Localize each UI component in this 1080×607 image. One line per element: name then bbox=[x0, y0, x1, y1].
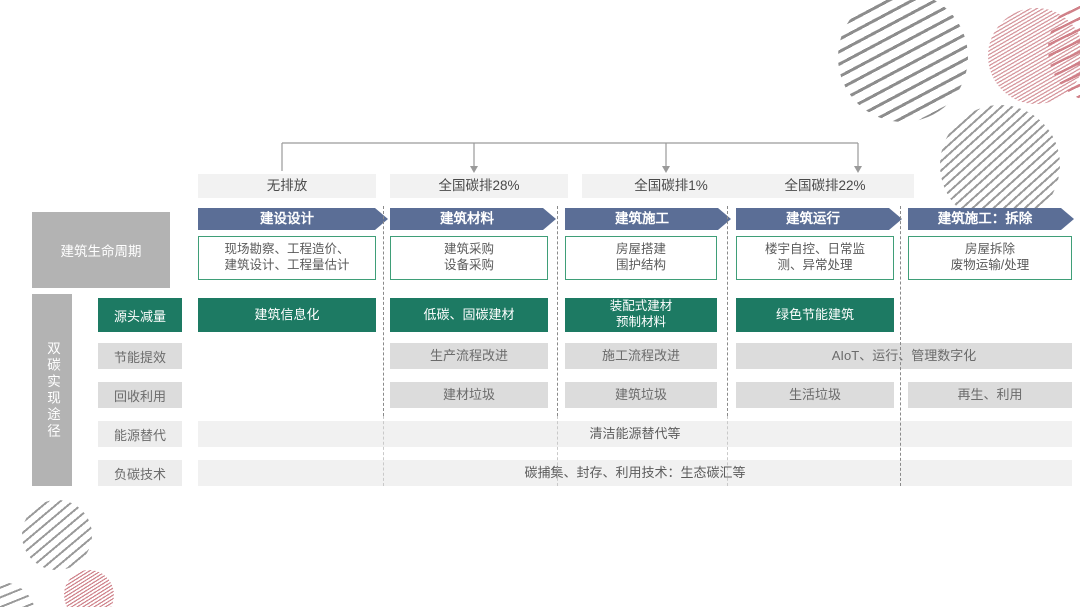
activity-box-col5[interactable]: 房屋拆除 废物运输/处理 bbox=[908, 236, 1072, 280]
phase-label: 建筑材料 bbox=[440, 210, 494, 226]
matrix-cell-text: 建筑垃圾 bbox=[614, 386, 667, 402]
matrix-cell-negative-carbon-span[interactable]: 碳捕集、封存、利用技术：生态碳汇等 bbox=[198, 460, 1072, 486]
row-label-energy-efficiency[interactable]: 节能提效 bbox=[98, 343, 182, 369]
phase-chevron-col1[interactable]: 建设设计 bbox=[198, 208, 388, 230]
striped-circle-pink-icon bbox=[988, 8, 1080, 104]
pct-label-col3: 全国碳排1% bbox=[582, 174, 760, 198]
header-lifecycle-label: 建筑生命周期 bbox=[60, 244, 142, 259]
matrix-cell-text: 建筑信息化 bbox=[254, 306, 320, 322]
striped-circle-rose-icon bbox=[1048, 0, 1080, 104]
header-pathways-label: 双碳实现途径 bbox=[45, 340, 60, 440]
column-separator-1-tail bbox=[383, 416, 384, 486]
matrix-cell-efficiency-col2[interactable]: 生产流程改进 bbox=[390, 343, 548, 369]
matrix-cell-text: 施工流程改进 bbox=[601, 347, 680, 363]
row-label-text: 源头减量 bbox=[113, 308, 166, 324]
matrix-cell-recycling-col2[interactable]: 建材垃圾 bbox=[390, 382, 548, 408]
phase-chevron-col5[interactable]: 建筑施工：拆除 bbox=[908, 208, 1074, 230]
matrix-cell-recycling-col3[interactable]: 建筑垃圾 bbox=[565, 382, 717, 408]
column-separator-3 bbox=[727, 206, 728, 416]
activity-text: 房屋搭建 围护结构 bbox=[615, 242, 666, 272]
activity-box-col1[interactable]: 现场勘察、工程造价、 建筑设计、工程量估计 bbox=[198, 236, 376, 280]
matrix-cell-source-col1[interactable]: 建筑信息化 bbox=[198, 298, 376, 332]
phase-chevron-col2[interactable]: 建筑材料 bbox=[390, 208, 556, 230]
matrix-cell-text: 低碳、固碳建材 bbox=[423, 306, 515, 322]
striped-circle-grey-icon bbox=[838, 0, 968, 122]
header-pathways: 双碳实现途径 bbox=[32, 294, 72, 486]
row-label-source-reduction[interactable]: 源头减量 bbox=[98, 298, 182, 332]
matrix-cell-text: 装配式建材 预制材料 bbox=[609, 299, 673, 329]
pct-text: 全国碳排28% bbox=[438, 177, 520, 193]
matrix-cell-efficiency-col45[interactable]: AIoT、运行、管理数字化 bbox=[736, 343, 1072, 369]
pct-text: 无排放 bbox=[266, 177, 308, 193]
column-separator-2-tail bbox=[557, 416, 558, 486]
activity-box-col2[interactable]: 建筑采购 设备采购 bbox=[390, 236, 548, 280]
matrix-cell-text: 生活垃圾 bbox=[788, 386, 841, 402]
matrix-cell-energy-substitution-span[interactable]: 清洁能源替代等 bbox=[198, 421, 1072, 447]
matrix-cell-efficiency-col3[interactable]: 施工流程改进 bbox=[565, 343, 717, 369]
header-lifecycle: 建筑生命周期 bbox=[32, 212, 170, 288]
matrix-cell-text: 清洁能源替代等 bbox=[589, 425, 681, 441]
column-separator-3-tail bbox=[727, 416, 728, 486]
matrix-cell-source-col3[interactable]: 装配式建材 预制材料 bbox=[565, 298, 717, 332]
phase-label: 建筑运行 bbox=[786, 210, 840, 226]
column-separator-2 bbox=[557, 206, 558, 416]
row-label-recycling[interactable]: 回收利用 bbox=[98, 382, 182, 408]
activity-text: 建筑采购 设备采购 bbox=[443, 242, 494, 272]
matrix-cell-text: 绿色节能建筑 bbox=[775, 306, 854, 322]
matrix-cell-text: 碳捕集、封存、利用技术：生态碳汇等 bbox=[524, 464, 746, 480]
pct-label-col1: 无排放 bbox=[198, 174, 376, 198]
matrix-cell-recycling-col4[interactable]: 生活垃圾 bbox=[736, 382, 894, 408]
phase-label: 建筑施工 bbox=[615, 210, 669, 226]
phase-chevron-col4[interactable]: 建筑运行 bbox=[736, 208, 902, 230]
phase-label: 建筑施工：拆除 bbox=[937, 210, 1033, 226]
striped-circle-grey4-icon bbox=[0, 582, 36, 607]
row-label-energy-substitution[interactable]: 能源替代 bbox=[98, 421, 182, 447]
column-separator-4 bbox=[900, 206, 901, 486]
pct-text: 全国碳排1% bbox=[634, 177, 708, 193]
matrix-cell-source-col2[interactable]: 低碳、固碳建材 bbox=[390, 298, 548, 332]
matrix-cell-text: 建材垃圾 bbox=[442, 386, 495, 402]
pct-label-col2: 全国碳排28% bbox=[390, 174, 568, 198]
row-label-text: 回收利用 bbox=[113, 388, 166, 404]
matrix-cell-text: 生产流程改进 bbox=[429, 347, 508, 363]
activity-text: 房屋拆除 废物运输/处理 bbox=[950, 242, 1030, 272]
striped-circle-pink2-icon bbox=[64, 570, 114, 607]
phase-chevron-col3[interactable]: 建筑施工 bbox=[565, 208, 731, 230]
activity-box-col3[interactable]: 房屋搭建 围护结构 bbox=[565, 236, 717, 280]
phase-label: 建设设计 bbox=[260, 210, 314, 226]
pct-text: 全国碳排22% bbox=[784, 177, 866, 193]
striped-circle-grey2-icon bbox=[940, 105, 1060, 225]
row-label-negative-carbon[interactable]: 负碳技术 bbox=[98, 460, 182, 486]
striped-circle-grey3-icon bbox=[22, 500, 92, 570]
matrix-cell-text: AIoT、运行、管理数字化 bbox=[831, 347, 977, 363]
row-label-text: 负碳技术 bbox=[113, 466, 166, 482]
activity-box-col4[interactable]: 楼宇自控、日常监 测、异常处理 bbox=[736, 236, 894, 280]
matrix-cell-recycling-col5[interactable]: 再生、利用 bbox=[908, 382, 1072, 408]
pct-label-col4: 全国碳排22% bbox=[736, 174, 914, 198]
column-separator-1 bbox=[383, 206, 384, 416]
matrix-cell-text: 再生、利用 bbox=[957, 386, 1023, 402]
row-label-text: 能源替代 bbox=[113, 427, 166, 443]
activity-text: 楼宇自控、日常监 测、异常处理 bbox=[764, 242, 865, 272]
matrix-cell-source-col4[interactable]: 绿色节能建筑 bbox=[736, 298, 894, 332]
activity-text: 现场勘察、工程造价、 建筑设计、工程量估计 bbox=[224, 242, 350, 272]
row-label-text: 节能提效 bbox=[113, 349, 166, 365]
top-connector-bracket-icon bbox=[281, 142, 862, 173]
